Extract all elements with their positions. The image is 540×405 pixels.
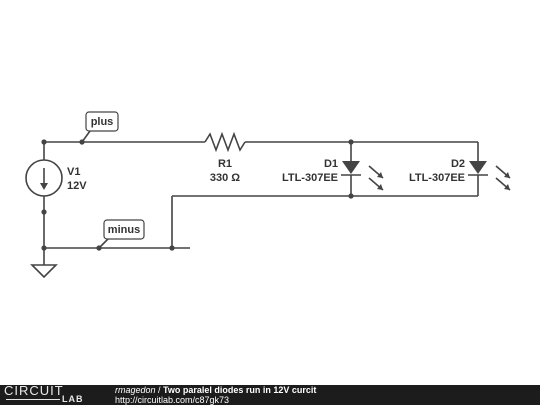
junction-dot bbox=[348, 139, 354, 145]
junction-dot bbox=[348, 193, 354, 199]
diode-d1-part-label: LTL-307EE bbox=[282, 172, 338, 184]
circuitlab-logo: CIRCUIT LAB bbox=[4, 383, 108, 405]
resistor-r1 bbox=[204, 131, 246, 153]
svg-text:minus: minus bbox=[108, 224, 140, 236]
diode-d1-name-label: D1 bbox=[324, 158, 338, 170]
source-value-label: 12V bbox=[67, 180, 87, 192]
diode-d2-name-label: D2 bbox=[451, 158, 465, 170]
title-separator: / bbox=[155, 385, 164, 395]
net-tag-minus: minus bbox=[98, 219, 145, 249]
junction-dot bbox=[41, 209, 47, 215]
diode-d2-part-label: LTL-307EE bbox=[409, 172, 465, 184]
diode-d2-body bbox=[469, 161, 487, 174]
junction-dot bbox=[41, 139, 47, 145]
d2-light-arrows bbox=[495, 165, 511, 191]
voltage-source-v1 bbox=[25, 159, 63, 197]
footer-bar: CIRCUIT LAB rmagedon / Two paralel diode… bbox=[0, 383, 540, 405]
svg-text:plus: plus bbox=[91, 116, 114, 128]
junction-dot bbox=[41, 245, 47, 251]
circuit-schematic: plus minus V1 12V R1 330 Ω D1 LTL-307EE … bbox=[25, 111, 511, 279]
ground-symbol bbox=[30, 264, 58, 279]
net-tag-plus: plus bbox=[81, 111, 119, 143]
junction-dot bbox=[169, 245, 175, 251]
d1-light-arrows bbox=[368, 165, 384, 191]
logo-trace-line bbox=[6, 399, 60, 400]
author-name[interactable]: rmagedon bbox=[115, 385, 156, 395]
resistor-name-label: R1 bbox=[218, 158, 232, 170]
source-arrow-head bbox=[40, 183, 48, 190]
logo-top-text: CIRCUIT bbox=[4, 383, 64, 398]
resistor-value-label: 330 Ω bbox=[210, 172, 240, 184]
logo-bottom-text: LAB bbox=[62, 394, 84, 404]
circuit-url[interactable]: http://circuitlab.com/c87gk73 bbox=[115, 395, 230, 405]
source-name-label: V1 bbox=[67, 166, 80, 178]
footer-info: rmagedon / Two paralel diodes run in 12V… bbox=[115, 385, 316, 405]
diode-d1-body bbox=[342, 161, 360, 174]
circuit-title: Two paralel diodes run in 12V curcit bbox=[163, 385, 317, 395]
